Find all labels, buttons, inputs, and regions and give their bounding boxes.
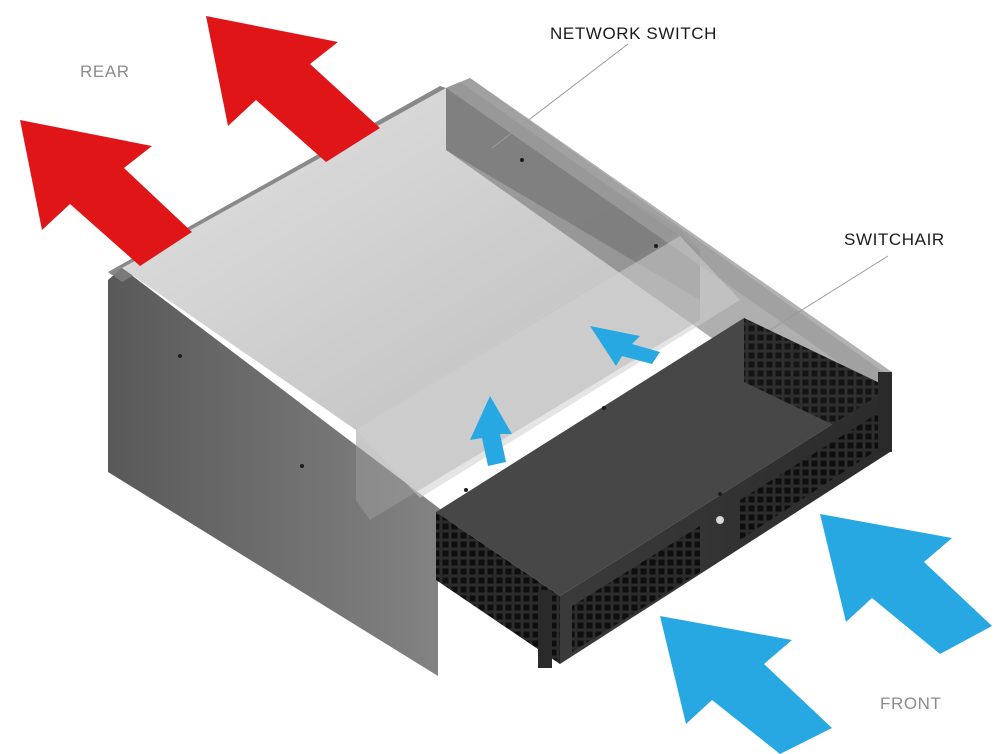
switchair-logo-icon (716, 516, 724, 524)
switchair-front-vent-right (740, 412, 880, 540)
exhaust-arrow-upper (206, 16, 380, 162)
switchair-left-face (436, 512, 560, 664)
rack-ear-right (878, 372, 892, 452)
chassis-left-side (108, 268, 452, 676)
rack-ear-left (538, 590, 552, 668)
rack-chassis (108, 78, 892, 676)
airflow-channel (356, 236, 740, 498)
airflow-arrow-channel (590, 326, 660, 366)
intake-arrow-lower (660, 616, 832, 754)
front-label: FRONT (880, 694, 942, 713)
screws (178, 158, 722, 496)
airflow-arrow-up (470, 396, 512, 466)
network-switch-label: NETWORK SWITCH (550, 24, 718, 43)
switchair-front-vent-left (572, 526, 700, 652)
switchair-leader-line (769, 255, 889, 331)
exhaust-arrow-lower (20, 120, 192, 266)
chassis-right-rail-top (446, 78, 892, 384)
rear-label: REAR (80, 62, 130, 81)
network-switch-leader-line (491, 43, 629, 149)
intake-arrow-upper (820, 514, 992, 654)
switchair-label: SWITCHAIR (844, 230, 945, 249)
